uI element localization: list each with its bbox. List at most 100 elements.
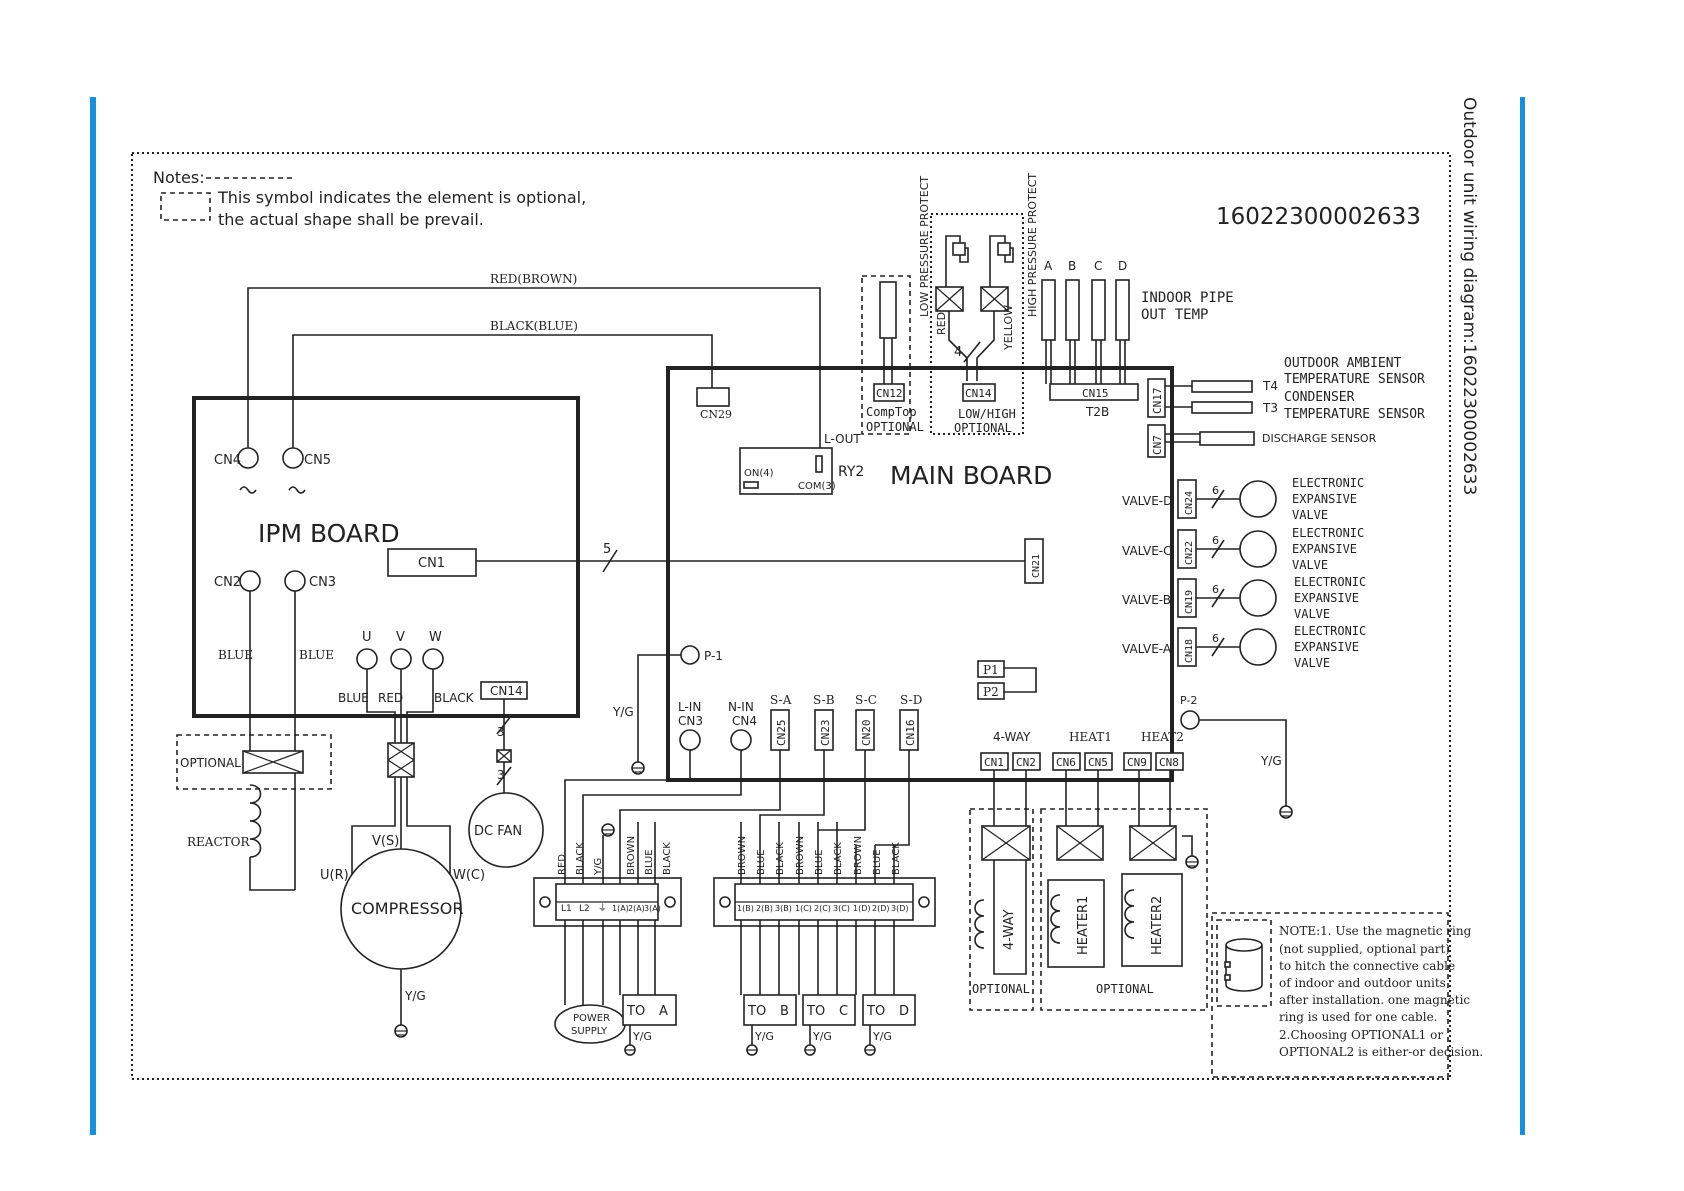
note-line-7: 2.Choosing OPTIONAL1 or: [1279, 1028, 1443, 1042]
valve-a-count: 6: [1212, 632, 1219, 645]
four-way-ring-x2: [981, 825, 1031, 861]
note-line-5: after installation. one magnetic: [1279, 993, 1470, 1007]
tl-wire-6: BLACK: [662, 842, 673, 875]
discharge-label: DISCHARGE SENSOR: [1262, 432, 1377, 445]
p1-ground-wire: [637, 654, 681, 762]
optional-ring-label: OPTIONAL: [180, 756, 241, 770]
valve-b-cn: CN19: [1184, 590, 1195, 614]
valve-c-desc-2: EXPANSIVE: [1292, 542, 1357, 556]
valve-a-desc-2: EXPANSIVE: [1294, 640, 1359, 654]
lp-switch-outline: [945, 235, 969, 290]
tl-term-3: ⏚: [598, 903, 607, 914]
slash-fan-1: [496, 715, 512, 735]
cn7-label: CN7: [1151, 435, 1164, 455]
slash-4: [963, 341, 981, 363]
to-c-letter: C: [839, 1004, 848, 1019]
outdoor-ambient-1: OUTDOOR AMBIENT: [1284, 356, 1402, 371]
valve-d-group: [1177, 479, 1277, 519]
ry2-on-terminal: [743, 481, 759, 489]
main-cn9-connector: [1123, 752, 1152, 771]
wire-comp-right: [406, 777, 451, 876]
fan-count-2: 3: [497, 768, 505, 782]
nin-label: N-IN: [728, 700, 754, 714]
ipm-v-label: V: [396, 630, 405, 645]
heater2-ground-wire: [1182, 835, 1193, 856]
ipm-cn3-label: CN3: [309, 575, 336, 590]
tl-wire-3: Y/G: [593, 858, 604, 876]
ipm-cn4-label: CN4: [214, 453, 241, 468]
t4-label: T4: [1262, 379, 1278, 393]
tr-wire-8: BLUE: [872, 849, 883, 875]
heat2-label: HEAT2: [1141, 730, 1184, 744]
cn12-label: CN12: [876, 387, 903, 400]
indoor-pipe-label-1: INDOOR PIPE: [1141, 290, 1234, 306]
dc-fan-label: DC FAN: [474, 824, 522, 839]
ry2-on-label: ON(4): [744, 468, 774, 479]
wire-cn16-terminal: [875, 750, 910, 846]
valve-d-count: 6: [1212, 484, 1219, 497]
valve-d-cn: CN24: [1184, 491, 1195, 515]
to-c-box: [802, 994, 856, 1026]
pipe-label-d: D: [1118, 259, 1127, 273]
wire-cn20-terminal: [818, 750, 866, 831]
tr-term-3: 3(B): [775, 904, 792, 913]
to-b-yg: Y/G: [754, 1030, 774, 1043]
p2-ground-wire: [1199, 719, 1287, 806]
power-supply-1: POWER: [573, 1013, 610, 1024]
to-a-yg: Y/G: [632, 1030, 652, 1043]
t3-probe: [1191, 401, 1253, 414]
compressor-wc: W(C): [453, 868, 485, 883]
compressor-ur: U(R): [320, 868, 349, 883]
valve-b-desc-3: VALVE: [1294, 607, 1330, 621]
nin-terminal: [730, 729, 752, 751]
ipm-cn1-connector: [387, 548, 477, 577]
lp-switch: [952, 242, 966, 256]
ipm-cn4-terminal: [237, 447, 259, 469]
pipe-sensors: [1041, 279, 1130, 384]
main-board: [666, 366, 1174, 782]
optional-ring-box: [176, 734, 332, 790]
indoor-pipe-label-2: OUT TEMP: [1141, 307, 1208, 323]
ipm-blue-left: BLUE: [218, 648, 253, 662]
tr-term-7: 1(D): [853, 904, 871, 913]
cn21-label: CN21: [1031, 554, 1042, 578]
hp-yellow-label: YELLOW: [1002, 305, 1015, 351]
main-cn2-label: CN2: [1016, 756, 1036, 769]
p2-connector: [977, 682, 1005, 700]
tl-term-1: L1: [561, 904, 572, 914]
hp-switch-outline: [989, 235, 1014, 290]
main-cn1-label: CN1: [984, 756, 1004, 769]
comptop-label: CompTop: [866, 405, 917, 419]
slash-fan-2: [496, 766, 512, 786]
p2-terminal: [1180, 710, 1200, 730]
heater1-ring-x2: [1056, 825, 1104, 861]
tr-wire-3: BLACK: [775, 842, 786, 875]
ring-comp-cross-4: [387, 759, 415, 778]
ground-icon: [601, 823, 615, 837]
ipm-board: [192, 396, 580, 718]
lp-ring-x2: [935, 286, 964, 312]
to-d-box: [862, 994, 916, 1026]
terminal-left-cells: [555, 883, 659, 921]
ground-icon: [394, 1024, 408, 1038]
tr-wire-5: BLUE: [814, 849, 825, 875]
condenser-2: TEMPERATURE SENSOR: [1284, 407, 1425, 422]
hp-ring-x2: [980, 286, 1009, 312]
valve-c-desc-3: VALVE: [1292, 558, 1328, 572]
four-way-coil: [974, 899, 985, 949]
t4-probe: [1191, 380, 1253, 393]
valve-b-group: [1177, 578, 1277, 618]
ipm-cn5-terminal: [282, 447, 304, 469]
ry2-com-label: COM(3): [798, 481, 836, 492]
cn23-label: CN23: [819, 720, 832, 747]
terminal-left-screw-r: [664, 896, 676, 908]
wire-comp-left: [351, 777, 396, 876]
ground-icon: [624, 1044, 636, 1056]
t3-label: T3: [1262, 401, 1278, 415]
tr-wire-7: BROWN: [853, 836, 864, 875]
tl-term-5: 2(A): [628, 904, 645, 913]
valve-a-desc-1: ELECTRONIC: [1294, 624, 1366, 638]
four-way-optional-label: OPTIONAL: [972, 982, 1030, 996]
heat1-label: HEAT1: [1069, 730, 1112, 744]
